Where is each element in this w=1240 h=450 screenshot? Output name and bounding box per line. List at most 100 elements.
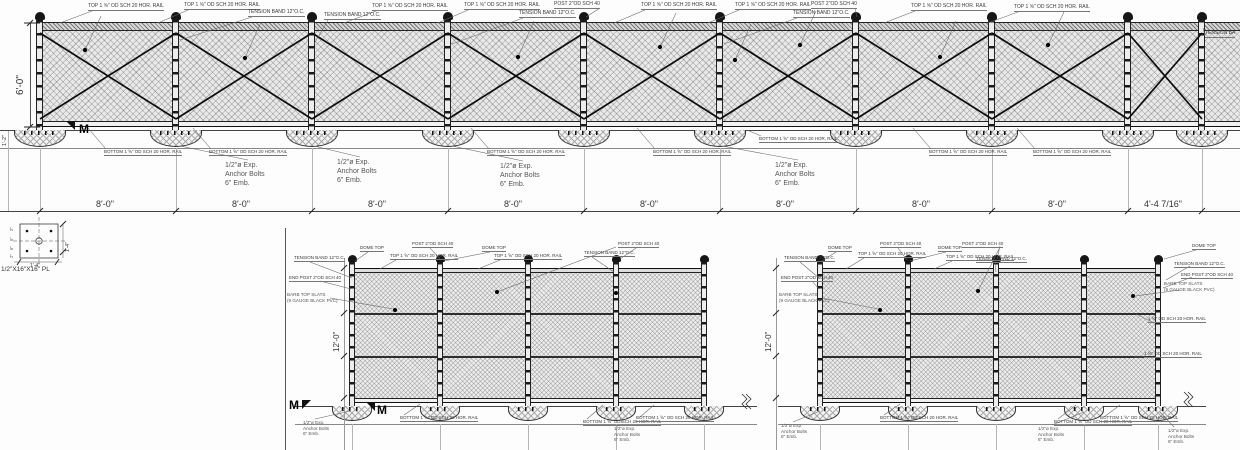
- concrete-footing: [286, 130, 338, 147]
- tension-band-label: TENSION BAND 12"O.C.: [519, 10, 576, 18]
- extension-line: [996, 424, 997, 450]
- dome-top-label: DOME TOP: [360, 245, 384, 252]
- section-marker-m: M: [289, 398, 299, 412]
- main-bottom-rail: [38, 121, 1240, 127]
- anchor-note-line: 1/2"ø Exp.: [781, 423, 803, 428]
- extension-line: [616, 424, 617, 450]
- base-plate-caption: 1/2"X16"X16" PL: [1, 266, 50, 273]
- bottom-rail-label: BOTTOM 1 ⅝" OD SCH 20 HOR. RAIL: [209, 149, 288, 156]
- top-rail-label: TOP 1 ⅝" OD SCH 20 HOR. RAIL: [372, 3, 448, 11]
- fence-post: [714, 12, 725, 130]
- bay-dimension: 8'-0": [912, 199, 930, 209]
- top-rail-label: TOP 1 ⅝" OD SCH 20 HOR. RAIL: [946, 254, 1015, 261]
- concrete-footing: [422, 130, 474, 147]
- end-post-label: END POST 2"OD SCH 40: [1181, 272, 1234, 279]
- fabric-note-line: (9 GAUGE BLACK PVC): [1164, 286, 1215, 292]
- fence-post: [578, 12, 589, 130]
- dome-top-label: DOME TOP: [938, 245, 962, 252]
- intermediate-rail: [820, 313, 1158, 316]
- bottom-rail-label: BOTTOM 1 ⅝" OD SCH 20 HOR. RAIL: [636, 415, 715, 422]
- tall-fence-bottom-rail: [820, 398, 1158, 403]
- fabric-note-line: BARB TOP SLATS: [779, 292, 818, 297]
- section-marker-m: M: [377, 403, 387, 417]
- top-rail-label: TOP 1 ⅝" OD SCH 20 HOR. RAIL: [735, 2, 811, 10]
- end-post-label: END POST 2"OD SCH 40: [781, 275, 834, 282]
- anchor-note-line: Anchor Bolts: [337, 168, 377, 176]
- anchor-note-line: 6" Emb.: [775, 180, 800, 188]
- anchor-bolt-note: 1/2"ø Exp. Anchor Bolts 6" Emb.: [781, 423, 807, 440]
- concrete-footing: [14, 130, 66, 147]
- bottom-rail-label: BOTTOM 1 ⅝" OD SCH 20 HOR. RAIL: [104, 149, 183, 156]
- section-marker-flag: [66, 121, 75, 130]
- bay-dimension: 8'-0": [640, 199, 658, 209]
- bottom-rail-label: BOTTOM 1 ⅝" OD SCH 20 HOR. RAIL: [1100, 415, 1179, 422]
- main-top-rail: [38, 22, 1240, 31]
- fabric-note-line: BARB TOP SLATS: [1164, 281, 1203, 286]
- anchor-note-line: 6" Emb.: [1168, 439, 1185, 445]
- fence-post: [986, 12, 997, 130]
- bay-dimension: 8'-0": [232, 199, 250, 209]
- main-chainlink-fabric: [38, 31, 1240, 121]
- tension-band-label: TENSION BAND 12"O.C.: [1174, 261, 1225, 268]
- anchor-note-line: 6" Emb.: [614, 437, 631, 443]
- anchor-note-line: 1/2"ø Exp.: [500, 163, 533, 170]
- anchor-note-line: 6" Emb.: [500, 181, 525, 189]
- concrete-footing: [150, 130, 202, 147]
- anchor-note-line: 6" Emb.: [303, 431, 320, 437]
- fence-post: [1079, 255, 1089, 406]
- dome-top-label: DOME TOP: [828, 245, 852, 252]
- bay-dimension: 8'-0": [368, 199, 386, 209]
- fabric-note-line: (9 GAUGE BLACK PVC): [287, 297, 338, 303]
- fence-post: [850, 12, 861, 130]
- top-rail-label: TOP 1 ⅝" OD SCH 20 HOR. RAIL: [858, 251, 927, 258]
- fence-post: [611, 255, 621, 406]
- anchor-bolt-note: 1/2"ø Exp. Anchor Bolts 6" Emb.: [225, 161, 265, 188]
- anchor-bolt-note: 1/2"ø Exp. Anchor Bolts 6" Emb.: [1168, 428, 1194, 445]
- anchor-note-line: 1/2"ø Exp.: [303, 420, 325, 425]
- bay-dimension: 8'-0": [776, 199, 794, 209]
- anchor-note-line: Anchor Bolts: [614, 431, 641, 437]
- concrete-footing: [800, 406, 840, 421]
- extension-line: [584, 148, 585, 211]
- bottom-rail-label: BOTTOM 1 ⅝" OD SCH 20 HOR. RAIL: [1033, 149, 1112, 156]
- top-rail-label: TOP 1 ⅝" OD SCH 20 HOR. RAIL: [184, 2, 260, 10]
- top-rail-label: TOP 1 ⅝" OD SCH 20 HOR. RAIL: [464, 2, 540, 10]
- section-marker-flag: [302, 400, 311, 409]
- top-rail-label: TOP 1 ⅝" OD SCH 20 HOR. RAIL: [88, 3, 164, 11]
- anchor-note-line: Anchor Bolts: [225, 171, 265, 179]
- plate-edge-dimension: 2": [9, 227, 14, 231]
- extension-line: [352, 424, 353, 450]
- main-dimension-line: [0, 211, 1240, 212]
- fence-height-dimension: 6'-0": [15, 75, 26, 95]
- fabric-note-line: (9 GAUGE BLACK PVC): [779, 297, 830, 303]
- anchor-note-line: 1/2"ø Exp.: [775, 162, 808, 169]
- bay-dimension: 8'-0": [504, 199, 522, 209]
- extension-line: [720, 148, 721, 211]
- tension-band-label-cut: TENSION BA: [1205, 30, 1236, 38]
- fence-post: [306, 12, 317, 130]
- anchor-bolt-note: 1/2"ø Exp. Anchor Bolts 6" Emb.: [775, 161, 815, 188]
- dome-top-label: DOME TOP: [482, 245, 506, 252]
- fabric-note: BARB TOP SLATS (9 GAUGE BLACK PVC): [779, 292, 830, 303]
- anchor-bolt-note: 1/2"ø Exp. Anchor Bolts 6" Emb.: [1038, 426, 1064, 443]
- anchor-bolt-note: 1/2"ø Exp. Anchor Bolts 6" Emb.: [500, 162, 540, 189]
- anchor-note-line: Anchor Bolts: [1038, 431, 1065, 437]
- extension-line: [448, 148, 449, 211]
- grade-line-lower: [295, 424, 757, 425]
- tall-fence-fabric: [820, 273, 1158, 398]
- plate-height-dimension: 1'-4": [65, 242, 71, 252]
- height-dim-line: [776, 258, 777, 450]
- plate-edge-dimension: 6": [9, 246, 14, 250]
- fence-post: [991, 255, 1001, 406]
- fence-post: [442, 12, 453, 130]
- post-label: POST 2"OD SCH 40: [962, 241, 1004, 248]
- fabric-note-line: BARB TOP SLATS: [287, 292, 326, 297]
- extension-line: [1202, 148, 1203, 211]
- bottom-rail-label: BOTTOM 1 ⅝" OD SCH 20 HOR. RAIL: [759, 136, 838, 143]
- extension-line: [908, 424, 909, 450]
- base-plate-detail-linework: [13, 217, 65, 265]
- tension-band-label: TENSION BAND 12"O.C.: [584, 250, 635, 257]
- bottom-rail-label: BOTTOM 1 ⅝" OD SCH 20 HOR. RAIL: [929, 149, 1008, 156]
- fence-post: [815, 255, 825, 406]
- bay-dimension: 8'-0": [1048, 199, 1066, 209]
